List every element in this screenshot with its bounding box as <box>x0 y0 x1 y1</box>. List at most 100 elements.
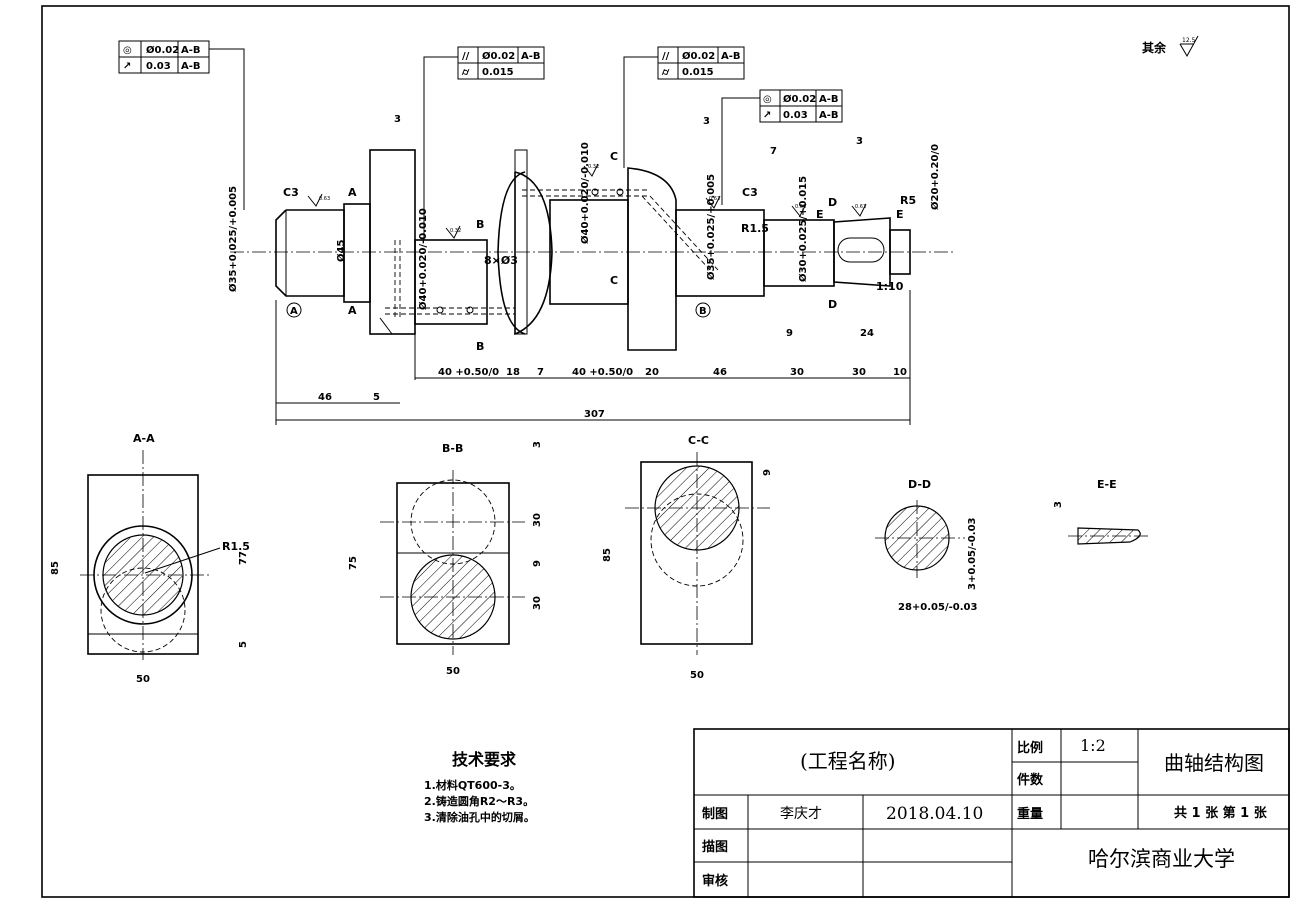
svg-text:A-B: A-B <box>181 45 201 56</box>
svg-text:比例: 比例 <box>1017 740 1043 756</box>
svg-text:50: 50 <box>446 666 460 677</box>
svg-text:C: C <box>610 150 618 163</box>
svg-text:3: 3 <box>532 441 543 448</box>
svg-text:R5: R5 <box>900 194 916 207</box>
svg-text:30: 30 <box>790 367 804 378</box>
svg-text:7: 7 <box>770 146 777 157</box>
section-ee: E-E 3 <box>1053 478 1150 545</box>
svg-text:⌭: ⌭ <box>461 67 470 78</box>
svg-text:A-B: A-B <box>819 94 839 105</box>
svg-text:R1.5: R1.5 <box>741 222 769 235</box>
svg-text:C3: C3 <box>742 186 758 199</box>
svg-text:D-D: D-D <box>908 478 931 491</box>
svg-text:审核: 审核 <box>702 873 728 889</box>
svg-text:件数: 件数 <box>1017 772 1044 788</box>
svg-text:制图: 制图 <box>702 806 728 822</box>
section-cc: C-C 85 9 50 <box>602 434 773 681</box>
svg-text:50: 50 <box>136 674 150 685</box>
svg-text:0.63: 0.63 <box>855 204 866 210</box>
svg-text:A-A: A-A <box>133 432 155 445</box>
svg-text:◎: ◎ <box>123 45 132 56</box>
svg-text:B-B: B-B <box>442 442 463 455</box>
svg-text:30: 30 <box>532 513 543 527</box>
svg-text:85: 85 <box>50 561 61 575</box>
roughness-note: 其余 12.5 <box>1142 35 1199 58</box>
drawing-border <box>41 5 1290 898</box>
svg-text:2.铸造圆角R2～R3。: 2.铸造圆角R2～R3。 <box>424 794 534 808</box>
svg-text:5: 5 <box>373 392 380 403</box>
svg-text://: // <box>462 51 470 62</box>
svg-text:0.015: 0.015 <box>482 67 514 78</box>
middle-web-curve <box>514 171 553 336</box>
title-block: (工程名称) 比例 1:2 件数 曲轴结构图 重量 共 1 张 第 1 张 制图… <box>693 728 1290 898</box>
svg-text:Ø0.02: Ø0.02 <box>682 50 715 62</box>
svg-text:D: D <box>828 196 837 209</box>
svg-text:0.03: 0.03 <box>146 61 171 72</box>
fcf-frame-1: ◎ Ø0.02 A-B ↗ 0.03 A-B <box>118 40 245 210</box>
svg-text:10: 10 <box>893 367 907 378</box>
svg-text:0.32: 0.32 <box>588 164 599 170</box>
svg-text:A-B: A-B <box>181 61 201 72</box>
svg-text:1:2: 1:2 <box>1080 736 1106 755</box>
svg-text:9: 9 <box>762 469 773 476</box>
svg-text:46: 46 <box>713 367 727 378</box>
svg-text:40 +0.50/0: 40 +0.50/0 <box>572 367 633 378</box>
svg-text:A-B: A-B <box>819 110 839 121</box>
svg-text:28+0.05/-0.03: 28+0.05/-0.03 <box>898 602 977 613</box>
svg-text:3: 3 <box>856 136 863 147</box>
svg-text:1:10: 1:10 <box>876 280 904 293</box>
svg-text:0.32: 0.32 <box>450 228 461 234</box>
svg-text:↗: ↗ <box>123 61 131 72</box>
section-aa: A-A 85 77 5 50 R1.5 <box>50 432 250 685</box>
svg-text:3.清除油孔中的切屑。: 3.清除油孔中的切屑。 <box>424 810 535 824</box>
section-bb: B-B 75 3 30 9 30 50 <box>348 441 543 677</box>
left-web <box>369 149 416 335</box>
right-web <box>627 167 677 351</box>
svg-text:A-B: A-B <box>521 51 541 62</box>
svg-text:9: 9 <box>532 560 543 567</box>
svg-text:3+0.05/-0.03: 3+0.05/-0.03 <box>967 517 978 590</box>
keyway <box>837 237 885 263</box>
svg-text:5: 5 <box>238 641 249 648</box>
main-view-labels: C3 C3 R1.5 R5 1:10 8×Ø3 Ø35+0.025/+0.005… <box>227 114 941 425</box>
svg-text:50: 50 <box>690 670 704 681</box>
svg-text:C-C: C-C <box>688 434 709 447</box>
svg-text:0.015: 0.015 <box>682 67 714 78</box>
svg-text:2018.04.10: 2018.04.10 <box>886 804 983 824</box>
svg-text:↗: ↗ <box>763 110 771 121</box>
svg-text:⌭: ⌭ <box>661 67 670 78</box>
svg-text:3: 3 <box>1053 501 1064 508</box>
svg-text:E: E <box>896 208 904 221</box>
svg-text:技术要求: 技术要求 <box>452 750 517 769</box>
svg-text:A: A <box>348 186 357 199</box>
svg-text:Ø0.02: Ø0.02 <box>783 93 816 105</box>
svg-text:30: 30 <box>852 367 866 378</box>
svg-text:C: C <box>610 274 618 287</box>
fcf-frame-2: // Ø0.02 A-B ⌭ 0.015 <box>423 46 545 240</box>
fcf-frame-3: // Ø0.02 A-B ⌭ 0.015 <box>623 46 745 168</box>
svg-text:0.63: 0.63 <box>709 196 720 202</box>
svg-text:哈尔滨商业大学: 哈尔滨商业大学 <box>1088 847 1235 871</box>
svg-text:其余: 其余 <box>1142 40 1167 55</box>
svg-text:75: 75 <box>348 556 359 570</box>
svg-text:307: 307 <box>584 409 605 420</box>
svg-text:◎: ◎ <box>763 94 772 105</box>
svg-text:E-E: E-E <box>1097 478 1117 491</box>
svg-text:Ø35+0.025/+0.005: Ø35+0.025/+0.005 <box>227 186 239 292</box>
svg-text:Ø20+0.20/0: Ø20+0.20/0 <box>929 144 941 210</box>
svg-text:D: D <box>828 298 837 311</box>
tapered-end <box>833 217 891 287</box>
crankshaft-main-view <box>230 149 955 351</box>
svg-text:重量: 重量 <box>1017 806 1043 822</box>
left-crankpin <box>414 239 488 325</box>
svg-text:R1.5: R1.5 <box>222 540 250 553</box>
svg-text:A-B: A-B <box>721 51 741 62</box>
svg-text:Ø30+0.025/+0.015: Ø30+0.025/+0.015 <box>797 176 809 282</box>
svg-text:E: E <box>816 208 824 221</box>
svg-text:40 +0.50/0: 40 +0.50/0 <box>438 367 499 378</box>
svg-text:Ø0.02: Ø0.02 <box>146 44 179 56</box>
svg-text:3: 3 <box>703 116 710 127</box>
svg-text:8×Ø3: 8×Ø3 <box>484 254 518 267</box>
svg-text:9: 9 <box>786 328 793 339</box>
